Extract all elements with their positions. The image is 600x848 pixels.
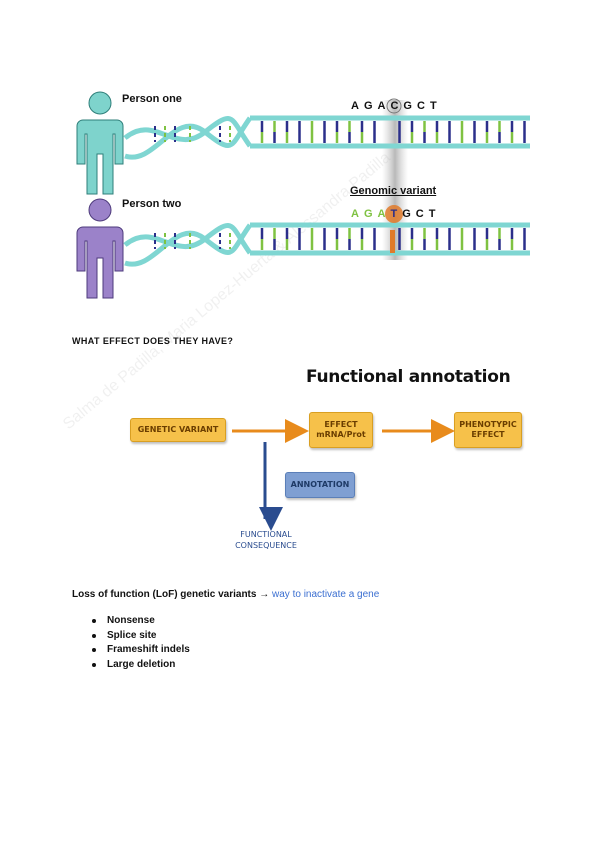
seq-two-base-1: G — [363, 208, 378, 220]
list-item: Splice site — [92, 629, 190, 644]
lof-description-link[interactable]: way to inactivate a gene — [272, 589, 380, 600]
sequence-person-one: AGACGCT — [351, 100, 442, 112]
seq-one-base-4: G — [403, 100, 417, 112]
list-item: Frameshift indels — [92, 643, 190, 658]
seq-two-base-6: T — [428, 208, 441, 220]
variant-base-pair — [390, 230, 395, 253]
person-one-icon — [76, 91, 124, 195]
seq-one-base-3: C — [390, 100, 404, 112]
lof-variant-list: Nonsense Splice site Frameshift indels L… — [92, 614, 190, 672]
dna-helix-person-one — [123, 115, 530, 160]
seq-one-base-2: A — [377, 100, 391, 112]
consequence-line2: CONSEQUENCE — [235, 541, 297, 550]
seq-two-base-5: C — [415, 208, 429, 220]
effect-text-line2: mRNA/Prot — [316, 430, 366, 439]
phenotypic-effect-box: PHENOTYPIC EFFECT — [454, 412, 522, 448]
functional-annotation-title: Functional annotation — [306, 367, 511, 387]
seq-one-base-6: T — [429, 100, 442, 112]
list-item: Nonsense — [92, 614, 190, 629]
seq-two-base-3: T — [390, 208, 403, 220]
lof-label: Loss of function (LoF) genetic variants — [72, 589, 257, 600]
arrow-glyph: → — [259, 589, 270, 600]
phenotypic-text-line1: PHENOTYPIC — [459, 420, 517, 429]
seq-one-base-5: C — [416, 100, 430, 112]
person-two-icon — [76, 198, 124, 299]
genetic-variant-box: GENETIC VARIANT — [130, 418, 226, 442]
effect-box: EFFECT mRNA/Prot — [309, 412, 373, 448]
helix-strand — [123, 116, 253, 148]
annotation-text: ANNOTATION — [290, 480, 350, 489]
seq-two-base-4: G — [402, 208, 416, 220]
annotation-box: ANNOTATION — [285, 472, 355, 498]
genomic-variant-label: Genomic variant — [350, 185, 437, 197]
helix-strand — [123, 223, 253, 255]
seq-two-base-2: A — [377, 208, 391, 220]
list-item: Large deletion — [92, 658, 190, 673]
dna-illustration — [76, 91, 530, 299]
effect-text-line1: EFFECT — [324, 420, 358, 429]
seq-two-base-0: A — [351, 208, 364, 220]
genetic-variant-text: GENETIC VARIANT — [137, 425, 219, 434]
phenotypic-text-line2: EFFECT — [471, 430, 505, 439]
sequence-person-two: AGATGCT — [351, 208, 440, 220]
lof-line: Loss of function (LoF) genetic variants … — [72, 589, 379, 600]
reference-circle — [386, 98, 402, 114]
variant-circle — [385, 205, 403, 223]
dna-variant-figure: Person one Person two AGACGCT Genomic va… — [70, 80, 530, 305]
seq-one-base-0: A — [351, 100, 364, 112]
person-one-label: Person one — [122, 93, 182, 105]
seq-one-base-1: G — [363, 100, 378, 112]
person-two-label: Person two — [122, 198, 182, 210]
consequence-line1: FUNCTIONAL — [240, 530, 292, 539]
functional-consequence-label: FUNCTIONAL CONSEQUENCE — [232, 529, 300, 551]
question-heading: WHAT EFFECT DOES THEY HAVE? — [72, 336, 234, 346]
